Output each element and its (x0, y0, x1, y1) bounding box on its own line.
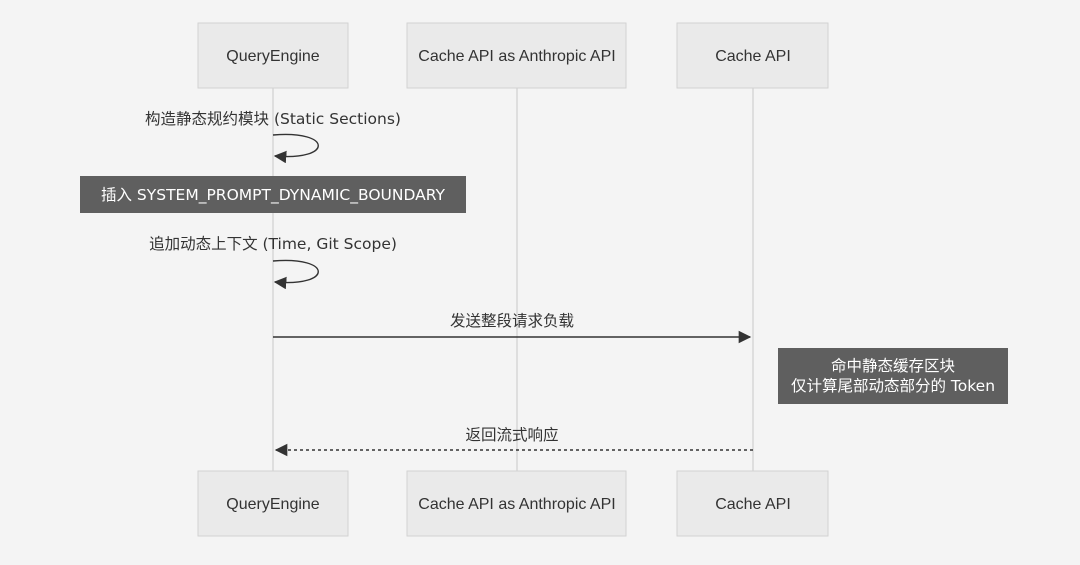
message-send-payload-label: 发送整段请求负载 (450, 312, 574, 330)
participant-top-cache-api-as-anthropic-api: Cache API as Anthropic API (406, 22, 627, 89)
participant-label: Cache API (715, 48, 791, 65)
participant-label: QueryEngine (226, 496, 319, 513)
note-boundary-text: 插入 SYSTEM_PROMPT_DYNAMIC_BOUNDARY (101, 186, 446, 205)
participant-bottom-cache-api: Cache API (676, 470, 829, 537)
participant-label: QueryEngine (226, 48, 319, 65)
self-message-dynamic-context-arrow (272, 259, 319, 290)
message-dynamic-context-label: 追加动态上下文 (Time, Git Scope) (149, 235, 397, 253)
participant-top-queryengine: QueryEngine (197, 22, 349, 89)
self-message-static-sections-arrow (272, 133, 319, 164)
participant-bottom-cache-api-as-anthropic-api: Cache API as Anthropic API (406, 470, 627, 537)
note-boundary: 插入 SYSTEM_PROMPT_DYNAMIC_BOUNDARY (80, 176, 466, 213)
note-cache-hit-line-2: 仅计算尾部动态部分的 Token (791, 376, 995, 395)
message-static-sections-label: 构造静态规约模块 (Static Sections) (145, 110, 401, 128)
participant-label: Cache API as Anthropic API (418, 48, 615, 65)
message-stream-response-label: 返回流式响应 (465, 425, 558, 444)
participant-label: Cache API as Anthropic API (418, 496, 615, 513)
note-cache-hit: 命中静态缓存区块 仅计算尾部动态部分的 Token (778, 348, 1008, 404)
note-cache-hit-line-1: 命中静态缓存区块 (831, 357, 955, 375)
participant-bottom-queryengine: QueryEngine (197, 470, 349, 537)
participant-top-cache-api: Cache API (676, 22, 829, 89)
participant-label: Cache API (715, 496, 791, 513)
